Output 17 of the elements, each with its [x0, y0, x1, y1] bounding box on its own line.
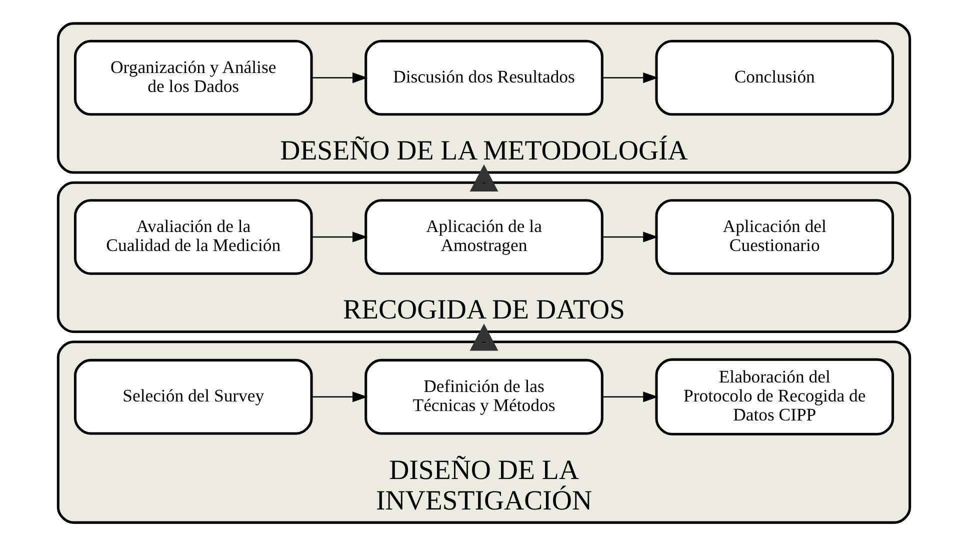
node-box: Aplicación de la Amostragen: [364, 199, 603, 275]
arrow: [312, 72, 368, 84]
arrow: [602, 392, 658, 402]
arrow: [312, 232, 368, 242]
node-box: Discusión dos Resultados: [364, 40, 603, 116]
node-box: Definición de las Técnicas y Métodos: [364, 358, 603, 435]
arrow: [602, 72, 658, 84]
node-box: Conclusión: [654, 40, 894, 116]
node-box: Seleción del Survey: [73, 358, 312, 435]
arrow: [469, 164, 498, 192]
arrow: [469, 324, 498, 351]
arrow: [312, 392, 368, 402]
node-box: Elaboración del Protocolo de Recogida de Datos CIPP: [654, 358, 894, 436]
arrow: [602, 232, 658, 242]
node-box: Organización y Análise de los Dados: [73, 40, 312, 116]
node-box: Aplicación del Cuestionario: [654, 199, 894, 275]
node-box: Avaliación de la Cualidad de la Medición: [73, 199, 312, 275]
